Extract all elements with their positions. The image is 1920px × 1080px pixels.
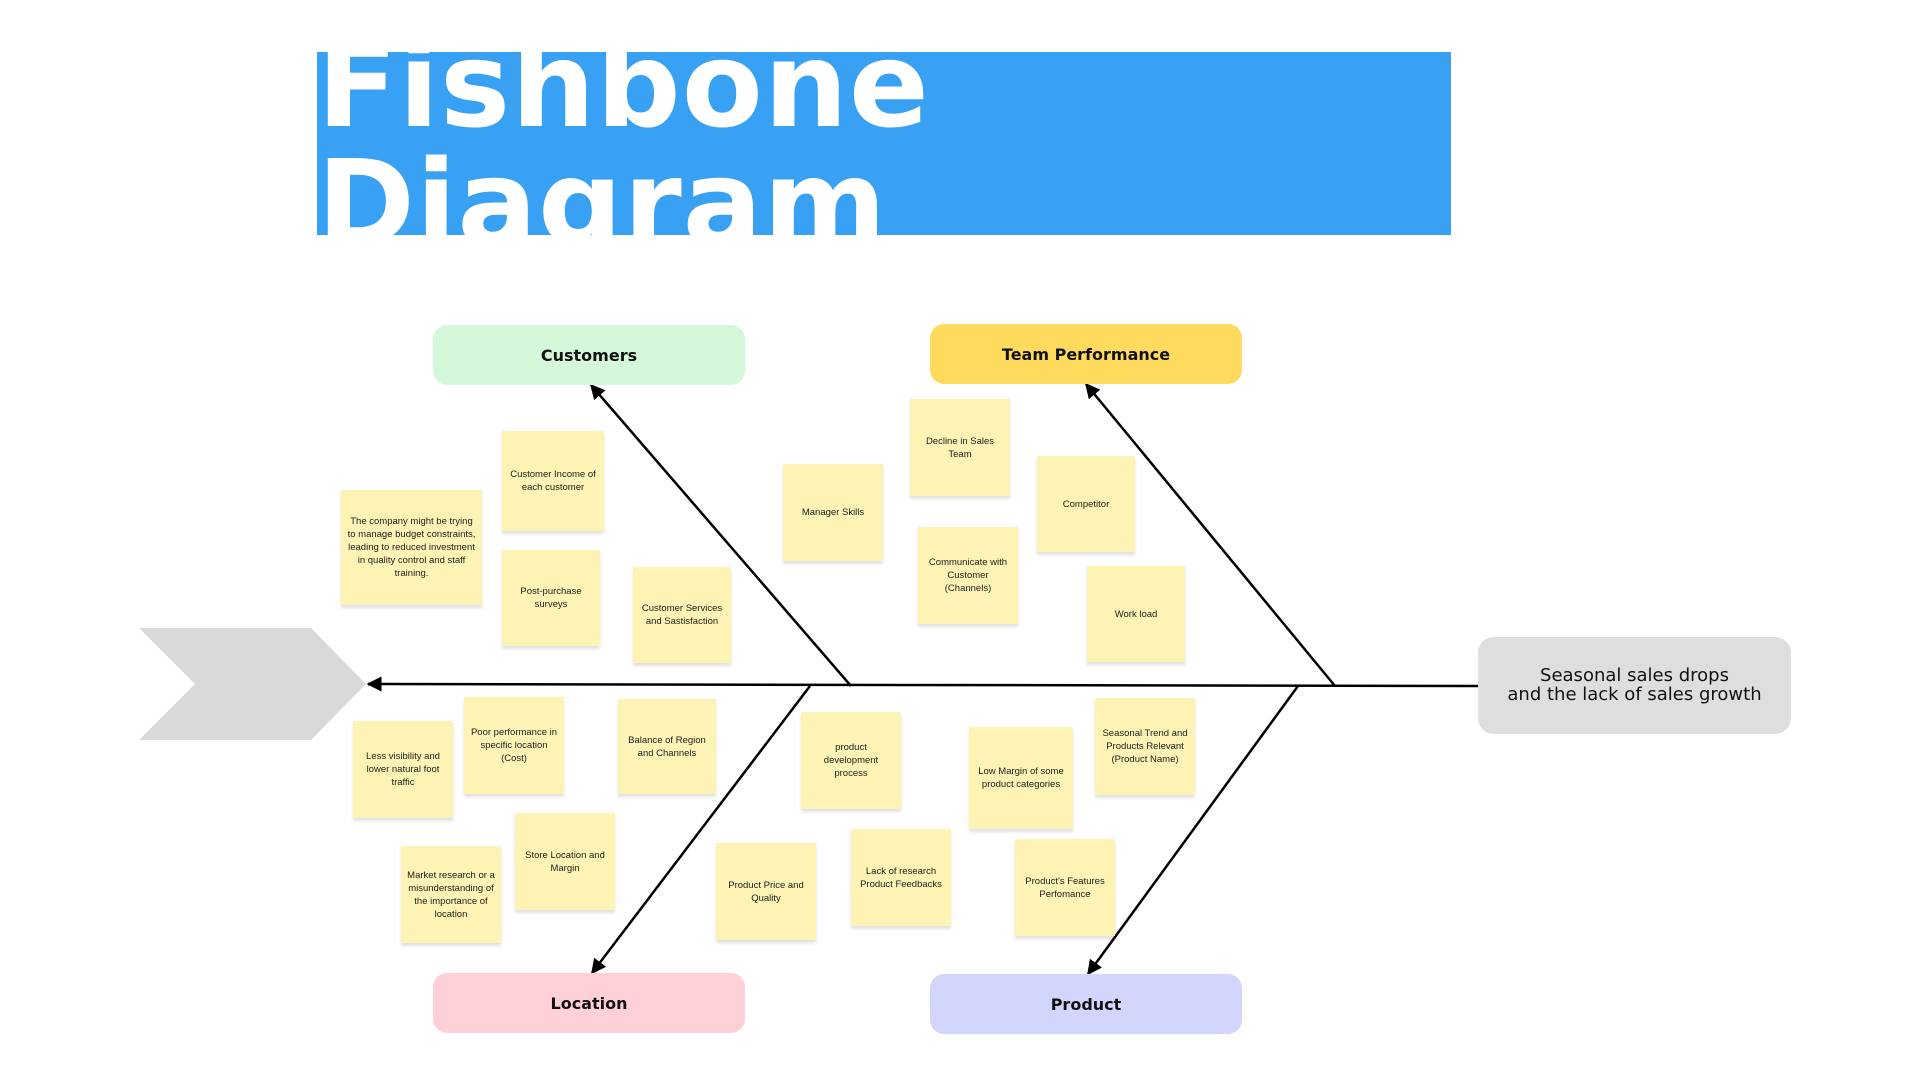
effect-problem-box: Seasonal sales drops and the lack of sal… bbox=[1478, 637, 1791, 734]
category-customers: Customers bbox=[433, 325, 745, 385]
sticky-note-balance-region: Balance of Region and Channels bbox=[618, 699, 716, 794]
category-team-performance: Team Performance bbox=[930, 324, 1242, 384]
sticky-note-product-development: product development process bbox=[801, 712, 901, 809]
title-banner: Fishbone Diagram bbox=[317, 26, 1451, 262]
bone-location bbox=[591, 685, 811, 975]
bone-team-performance bbox=[1085, 382, 1336, 687]
sticky-note-communicate-channels: Communicate with Customer (Channels) bbox=[918, 527, 1018, 624]
sticky-note-poor-performance: Poor performance in specific location (C… bbox=[464, 697, 564, 794]
category-product: Product bbox=[930, 974, 1242, 1034]
sticky-note-customer-income: Customer Income of each customer bbox=[502, 431, 604, 531]
category-location: Location bbox=[433, 973, 745, 1033]
sticky-note-manager-skills: Manager Skills bbox=[783, 464, 883, 561]
spine-line bbox=[366, 676, 1479, 692]
sticky-note-seasonal-trend: Seasonal Trend and Products Relevant (Pr… bbox=[1095, 698, 1195, 795]
sticky-note-customer-services: Customer Services and Sastisfaction bbox=[633, 567, 731, 663]
sticky-note-decline-sales-team: Decline in Sales Team bbox=[910, 399, 1010, 496]
chevron-arrow-shape bbox=[139, 628, 366, 740]
sticky-note-less-visibility: Less visibility and lower natural foot t… bbox=[353, 721, 453, 818]
sticky-note-product-price: Product Price and Quality bbox=[716, 843, 816, 940]
sticky-note-lack-research: Lack of research Product Feedbacks bbox=[851, 829, 951, 926]
sticky-note-low-margin: Low Margin of some product categories bbox=[969, 727, 1073, 829]
sticky-note-post-purchase: Post-purchase surveys bbox=[502, 550, 600, 646]
effect-line-2: and the lack of sales growth bbox=[1507, 683, 1762, 705]
sticky-note-store-location: Store Location and Margin bbox=[515, 813, 615, 910]
sticky-note-budget: The company might be trying to manage bu… bbox=[341, 490, 482, 605]
bone-customers bbox=[590, 383, 852, 687]
sticky-note-work-load: Work load bbox=[1087, 566, 1185, 662]
effect-line-1: Seasonal sales drops bbox=[1540, 664, 1729, 686]
sticky-note-market-research: Market research or a misunderstanding of… bbox=[401, 846, 501, 943]
sticky-note-competitor: Competitor bbox=[1037, 456, 1135, 552]
sticky-note-product-features: Product's Features Perfomance bbox=[1015, 839, 1115, 936]
page-title: Fishbone Diagram bbox=[317, 15, 930, 272]
bone-product bbox=[1086, 685, 1300, 976]
